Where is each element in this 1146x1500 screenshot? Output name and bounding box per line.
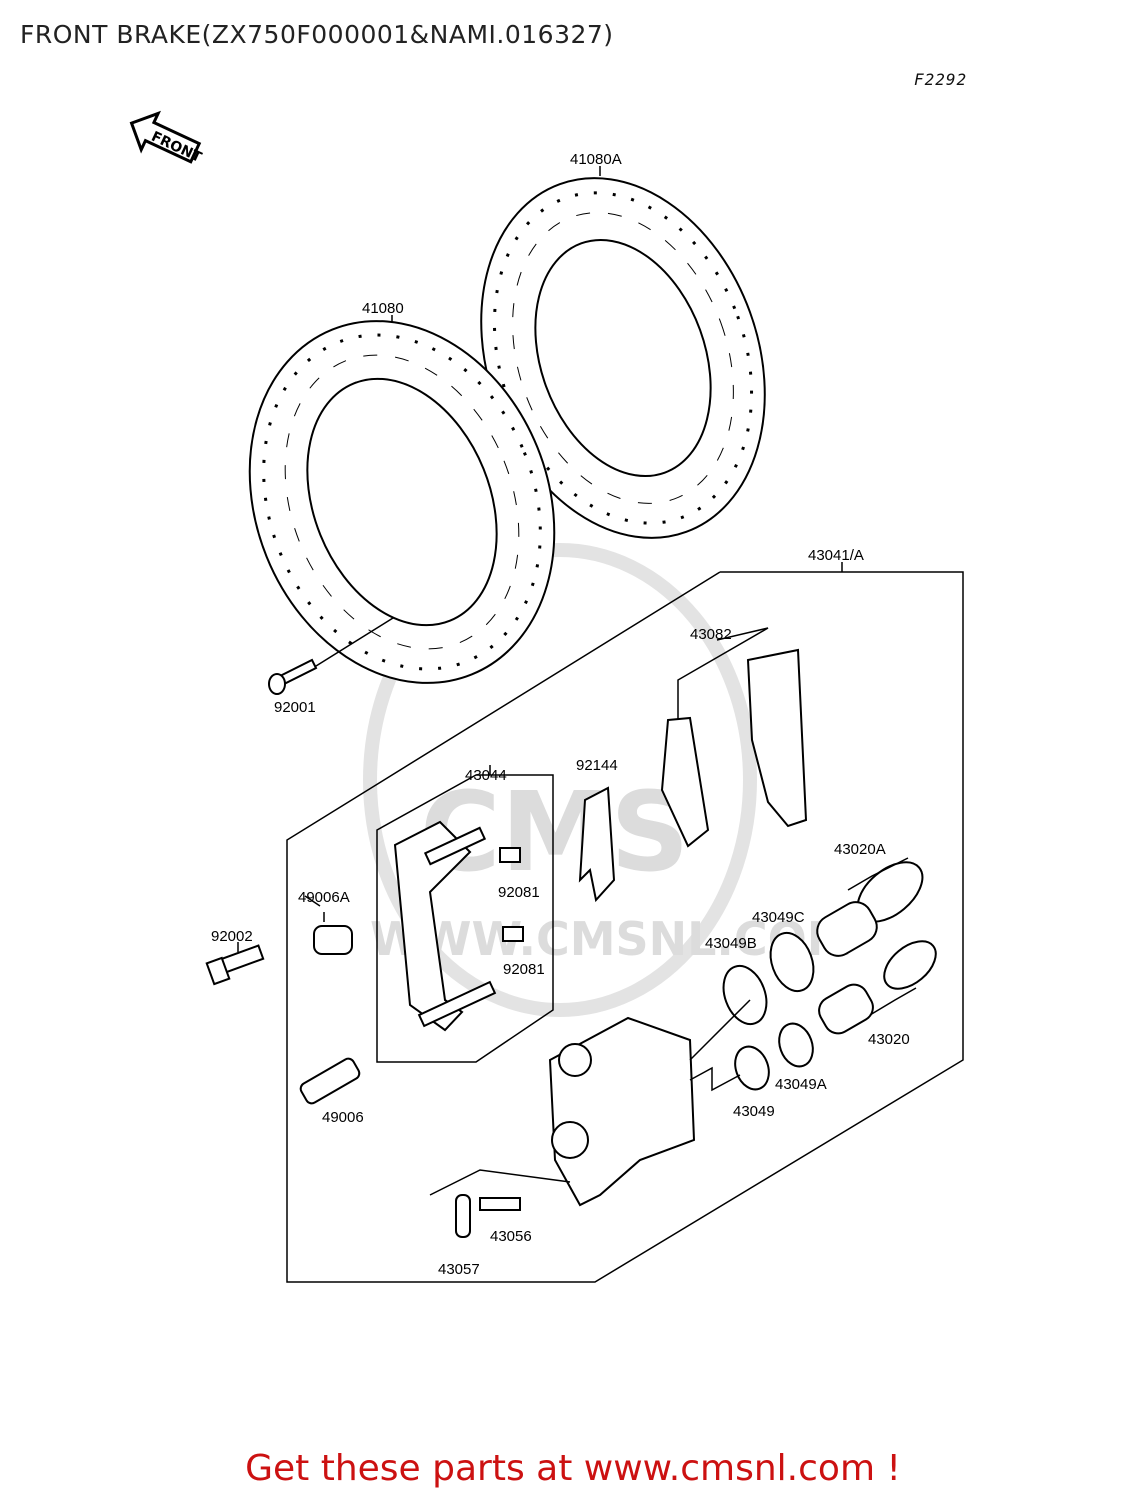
- piston-43020: [818, 940, 937, 1035]
- clip-92081-a: [499, 847, 521, 863]
- pad-spring-92144: [578, 786, 616, 903]
- label-49006A: 49006A: [298, 889, 350, 906]
- cap-43057: [455, 1194, 471, 1238]
- caliper-bracket-43044: [393, 820, 497, 1032]
- front-arrow: FRONT: [129, 110, 204, 166]
- label-41080: 41080: [362, 300, 404, 317]
- label-43049B: 43049B: [705, 935, 757, 952]
- clip-92081-b: [502, 926, 524, 942]
- cms-watermark: CMS WWW.CMSNL.COM: [363, 543, 853, 1017]
- label-92144: 92144: [576, 757, 618, 774]
- bleeder-43056: [429, 1169, 571, 1211]
- label-41080A: 41080A: [570, 151, 622, 168]
- label-92081-b: 92081: [503, 961, 545, 978]
- label-43049A: 43049A: [775, 1076, 827, 1093]
- slide-pin-49006: [299, 1057, 361, 1105]
- label-92081-a: 92081: [498, 884, 540, 901]
- label-43041A: 43041/A: [808, 547, 864, 564]
- label-43020A: 43020A: [834, 841, 886, 858]
- leader-lines: [237, 166, 601, 952]
- exploded-parts-diagram: CMS WWW.CMSNL.COM FRONT: [129, 110, 964, 1283]
- brake-disc-41080A: [480, 177, 766, 539]
- label-43049C: 43049C: [752, 909, 805, 926]
- seal-43049C: [769, 931, 815, 993]
- caliper-body: [548, 999, 751, 1207]
- seal-43049B: [722, 964, 768, 1026]
- diagram-code: F2292: [914, 70, 968, 89]
- watermark-logo: CMS: [420, 768, 689, 896]
- bracket-frame: [376, 774, 554, 1063]
- brake-disc-41080: [248, 320, 556, 684]
- page-title: FRONT BRAKE(ZX750F000001&NAMI.016327): [20, 20, 614, 49]
- seal-43049A: [778, 1022, 814, 1068]
- seal-43049: [734, 1045, 770, 1091]
- footer-banner[interactable]: Get these parts at www.cmsnl.com !: [245, 1448, 901, 1489]
- bolt-92002: [205, 944, 265, 986]
- label-92001: 92001: [274, 699, 316, 716]
- label-43082: 43082: [690, 626, 732, 643]
- label-43020: 43020: [868, 1031, 910, 1048]
- label-92002: 92002: [211, 928, 253, 945]
- label-43057: 43057: [438, 1261, 480, 1278]
- brake-pads-43082: [660, 627, 808, 848]
- piston-43020A: [816, 857, 924, 957]
- boot-49006A: [313, 912, 353, 955]
- label-43049: 43049: [733, 1103, 775, 1120]
- bolt-92001: [268, 617, 394, 695]
- label-43056: 43056: [490, 1228, 532, 1245]
- label-49006: 49006: [322, 1109, 364, 1126]
- label-43044: 43044: [465, 767, 507, 784]
- assembly-frame: [286, 571, 964, 1283]
